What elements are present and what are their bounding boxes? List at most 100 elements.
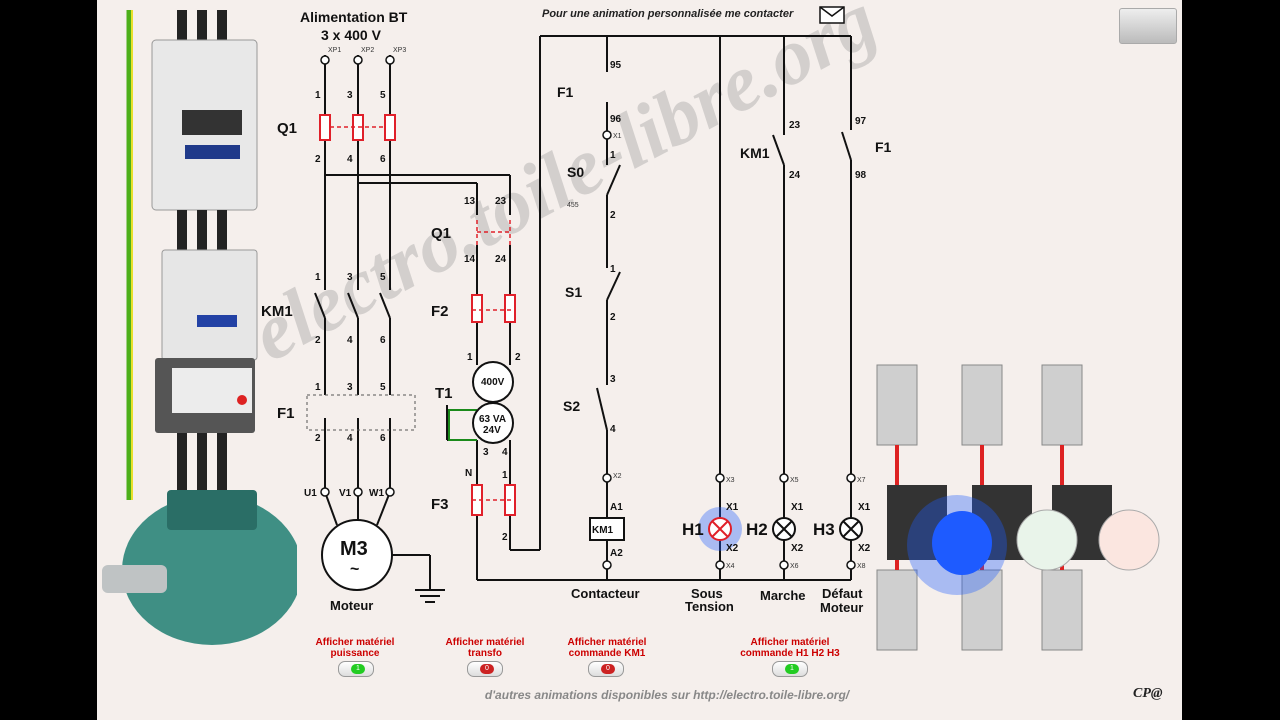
mail-icon[interactable]	[819, 6, 845, 24]
svg-text:95: 95	[610, 60, 622, 71]
km1-label: KM1	[261, 303, 293, 320]
svg-text:5: 5	[380, 90, 386, 101]
supply-title: Alimentation BT	[300, 9, 408, 25]
s0-code: 455	[567, 202, 579, 209]
svg-text:3: 3	[347, 272, 353, 283]
svg-text:1: 1	[467, 352, 473, 363]
toggle-km1[interactable]: 0	[588, 661, 624, 677]
svg-text:X2: X2	[726, 543, 739, 554]
motor-symbol	[321, 519, 393, 591]
toggle-km1-label: Afficher matériel commande KM1	[567, 637, 647, 659]
toggle-puissance[interactable]: 1	[338, 661, 374, 677]
svg-text:2: 2	[502, 532, 508, 543]
svg-text:X2: X2	[613, 473, 622, 480]
svg-text:X1: X1	[613, 133, 622, 140]
motor-label: Moteur	[330, 598, 373, 613]
svg-text:X2: X2	[858, 543, 871, 554]
toggle-knob-on: 1	[351, 664, 365, 674]
phase-xp3: XP3	[393, 47, 406, 54]
svg-text:97: 97	[855, 116, 867, 127]
t1-label: T1	[435, 385, 453, 402]
transfo-primary-voltage: 400V	[481, 377, 505, 388]
toggle-puissance-label: Afficher matériel puissance	[315, 637, 395, 659]
transfo-secondary-voltage: 24V	[483, 425, 501, 436]
equipment-illustration	[102, 10, 297, 645]
contacteur-caption: Contacteur	[571, 586, 640, 601]
svg-text:23: 23	[495, 196, 507, 207]
thermal-relay-symbol	[306, 394, 416, 431]
toggle-transfo-label: Afficher matériel transfo	[445, 637, 525, 659]
navigation-button[interactable]	[1119, 8, 1177, 44]
svg-text:6: 6	[380, 154, 386, 165]
contact-link[interactable]: Pour une animation personnalisée me cont…	[542, 8, 794, 20]
motor-m3: M3	[340, 538, 368, 560]
svg-text:23: 23	[789, 120, 801, 131]
h2-label: H2	[746, 520, 768, 539]
svg-text:X8: X8	[857, 563, 866, 570]
s1-label: S1	[565, 284, 582, 300]
coil-a1: A1	[610, 502, 623, 513]
svg-text:2: 2	[610, 312, 616, 323]
signature: CP@	[1133, 686, 1163, 701]
svg-text:X4: X4	[726, 563, 735, 570]
h3-label: H3	[813, 520, 835, 539]
toggle-knob-off: 0	[480, 664, 494, 674]
q1-transfo-label: Q1	[431, 225, 451, 242]
toggle-knob-off: 0	[601, 664, 615, 674]
svg-text:1: 1	[610, 264, 616, 275]
transfo-earth-wire	[448, 409, 477, 441]
marche-caption: Marche	[760, 588, 806, 603]
svg-text:3: 3	[347, 90, 353, 101]
terminal-w1: W1	[369, 488, 384, 499]
svg-text:3: 3	[347, 382, 353, 393]
f1-command-label: F1	[557, 84, 574, 100]
pilot-lights-illustration	[876, 364, 1160, 651]
svg-text:3: 3	[610, 374, 616, 385]
svg-text:X7: X7	[857, 477, 866, 484]
svg-text:2: 2	[315, 433, 321, 444]
svg-text:4: 4	[610, 424, 616, 435]
svg-text:98: 98	[855, 170, 867, 181]
phase-xp1: XP1	[328, 47, 341, 54]
moteur-caption: Moteur	[820, 600, 863, 615]
terminal-u1: U1	[304, 488, 317, 499]
toggle-knob-on: 1	[785, 664, 799, 674]
svg-text:1: 1	[315, 90, 321, 101]
svg-text:2: 2	[315, 335, 321, 346]
red-links	[330, 126, 515, 501]
svg-text:X1: X1	[726, 502, 739, 513]
tension-caption: Tension	[685, 599, 734, 614]
svg-text:X6: X6	[790, 563, 799, 570]
toggle-h[interactable]: 1	[772, 661, 808, 677]
svg-text:4: 4	[502, 447, 508, 458]
toggle-transfo[interactable]: 0	[467, 661, 503, 677]
svg-text:2: 2	[315, 154, 321, 165]
s2-label: S2	[563, 398, 580, 414]
transfo-secondary	[472, 402, 514, 444]
h1-label: H1	[682, 520, 704, 539]
svg-text:5: 5	[380, 382, 386, 393]
svg-text:24: 24	[495, 254, 507, 265]
svg-text:24: 24	[789, 170, 801, 181]
svg-text:2: 2	[515, 352, 521, 363]
svg-text:2: 2	[610, 210, 616, 221]
motor-tilde: ~	[350, 561, 359, 578]
sous-caption: Sous	[691, 586, 723, 601]
svg-text:13: 13	[464, 196, 476, 207]
q1-label: Q1	[277, 120, 297, 137]
svg-text:4: 4	[347, 433, 353, 444]
svg-text:X5: X5	[790, 477, 799, 484]
svg-text:3: 3	[483, 447, 489, 458]
transfo-rating: 63 VA	[479, 414, 506, 425]
right-black-bar	[1183, 0, 1280, 720]
phase-xp2: XP2	[361, 47, 374, 54]
km1-aux-label: KM1	[740, 145, 770, 161]
svg-text:X1: X1	[858, 502, 871, 513]
supply-voltage: 3 x 400 V	[321, 27, 382, 43]
footer-link[interactable]: d'autres animations disponibles sur http…	[484, 688, 850, 702]
svg-text:1: 1	[315, 272, 321, 283]
